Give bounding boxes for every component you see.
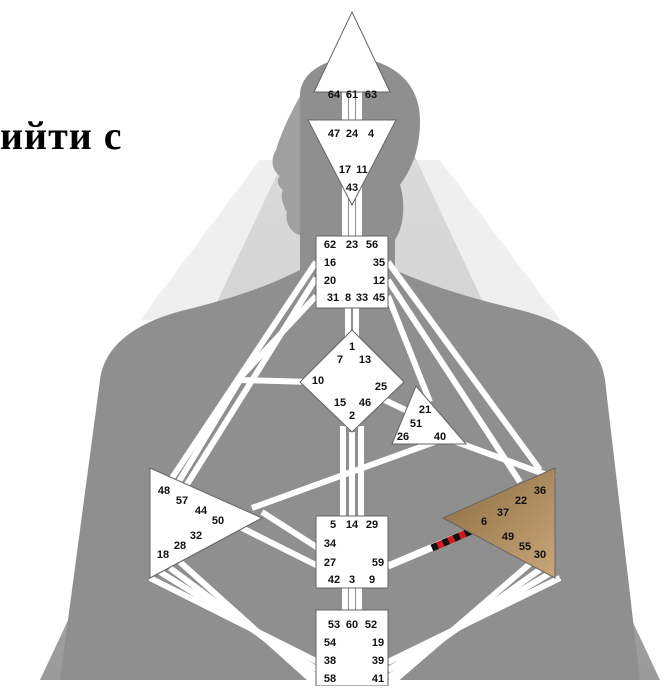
gate-label-35: 35 — [373, 257, 385, 269]
gate-label-37: 37 — [497, 507, 509, 519]
gate-label-33: 33 — [356, 292, 368, 304]
gate-label-3: 3 — [349, 574, 355, 586]
channel-29 — [148, 575, 320, 665]
gate-label-43: 43 — [346, 182, 358, 194]
gate-label-14: 14 — [346, 519, 359, 531]
gate-label-24: 24 — [346, 128, 359, 140]
gate-label-57: 57 — [176, 495, 188, 507]
gate-label-25: 25 — [375, 381, 387, 393]
gate-label-42: 42 — [328, 574, 340, 586]
gate-label-54: 54 — [324, 637, 337, 649]
gate-label-9: 9 — [369, 574, 375, 586]
gate-label-41: 41 — [372, 673, 384, 685]
gate-label-17: 17 — [339, 164, 351, 176]
gate-label-1: 1 — [349, 341, 355, 353]
gate-label-19: 19 — [372, 637, 384, 649]
gate-label-11: 11 — [356, 164, 368, 176]
root-center — [315, 609, 389, 687]
gate-label-18: 18 — [157, 549, 169, 561]
gate-label-46: 46 — [359, 397, 371, 409]
channel-23 — [250, 437, 442, 511]
g-center — [299, 329, 405, 433]
gate-label-51: 51 — [410, 418, 422, 430]
sacral-center — [315, 515, 389, 589]
gate-label-45: 45 — [373, 292, 385, 304]
gate-label-15: 15 — [334, 397, 346, 409]
gate-label-29: 29 — [366, 519, 378, 531]
channel-33 — [386, 575, 562, 665]
gate-label-58: 58 — [324, 673, 336, 685]
gate-label-23: 23 — [346, 239, 358, 251]
gate-label-61: 61 — [346, 89, 358, 101]
gate-label-20: 20 — [324, 275, 336, 287]
gate-label-28: 28 — [174, 540, 186, 552]
gate-label-7: 7 — [337, 354, 343, 366]
gate-label-56: 56 — [366, 239, 378, 251]
channel-18 — [385, 278, 523, 484]
gate-label-38: 38 — [324, 655, 336, 667]
gate-label-26: 26 — [397, 431, 409, 443]
gate-label-34: 34 — [324, 538, 337, 550]
gate-label-31: 31 — [327, 292, 339, 304]
spleen-center — [149, 467, 264, 579]
channel-17 — [385, 260, 543, 472]
gate-label-60: 60 — [346, 619, 358, 631]
face-profile — [272, 96, 300, 235]
gate-label-2: 2 — [349, 410, 355, 422]
gate-label-64: 64 — [328, 89, 341, 101]
gate-label-32: 32 — [190, 530, 202, 542]
gate-label-49: 49 — [502, 531, 514, 543]
gate-label-12: 12 — [373, 275, 385, 287]
gate-label-21: 21 — [419, 404, 431, 416]
channel-24 — [260, 509, 320, 551]
gate-label-10: 10 — [312, 375, 324, 387]
gate-label-50: 50 — [212, 515, 224, 527]
gate-label-36: 36 — [534, 485, 546, 497]
header-text: ийти с — [0, 113, 123, 158]
gate-label-55: 55 — [519, 541, 531, 553]
gate-label-47: 47 — [328, 128, 340, 140]
solar-plexus-center — [441, 467, 556, 579]
gate-label-5: 5 — [330, 519, 336, 531]
gate-label-52: 52 — [365, 619, 377, 631]
head-center — [313, 10, 391, 93]
gate-label-6: 6 — [481, 516, 487, 528]
channel-19 — [385, 294, 433, 404]
heart-center — [391, 385, 468, 445]
gate-label-62: 62 — [324, 239, 336, 251]
gate-label-22: 22 — [515, 495, 527, 507]
gate-label-4: 4 — [368, 128, 375, 140]
gate-label-13: 13 — [359, 354, 371, 366]
ajna-center — [307, 119, 397, 207]
channel-16 — [233, 293, 319, 385]
gate-label-40: 40 — [434, 431, 446, 443]
gate-label-39: 39 — [372, 655, 384, 667]
gate-label-48: 48 — [158, 485, 170, 497]
gate-label-27: 27 — [324, 557, 336, 569]
channel-21 — [172, 378, 243, 490]
gate-label-16: 16 — [324, 257, 336, 269]
gate-label-53: 53 — [328, 619, 340, 631]
throat-center — [315, 235, 389, 309]
centers — [149, 10, 556, 687]
gate-label-44: 44 — [195, 505, 208, 517]
gate-label-8: 8 — [345, 292, 351, 304]
gate-label-30: 30 — [534, 549, 546, 561]
gate-label-59: 59 — [372, 557, 384, 569]
gate-label-63: 63 — [365, 89, 377, 101]
